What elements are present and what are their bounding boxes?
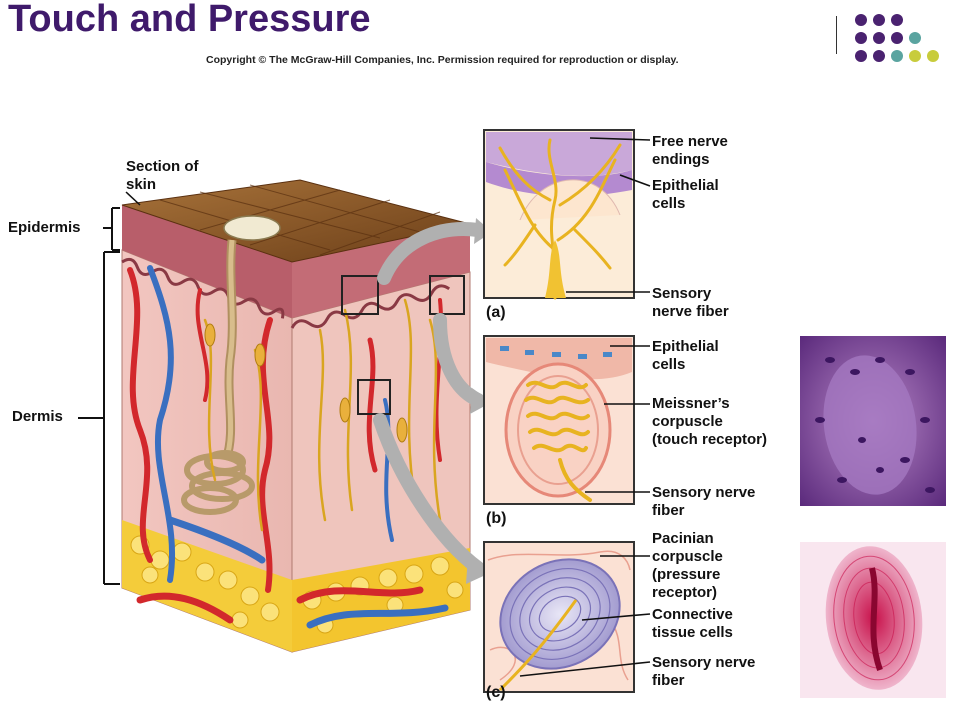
- dot: [891, 14, 903, 26]
- label-epithelial-cells-b: Epithelial cells: [652, 338, 719, 374]
- panel-a: [483, 129, 635, 300]
- label-line: endings: [652, 151, 710, 168]
- micrograph-meissner: [800, 336, 946, 506]
- label-line: corpuscle: [652, 413, 723, 430]
- dot: [873, 50, 885, 62]
- label-line: Epithelial: [652, 338, 719, 355]
- dot: [873, 32, 885, 44]
- decorative-divider: [836, 16, 837, 54]
- panel-c: [483, 541, 635, 693]
- label-line: tissue cells: [652, 624, 733, 641]
- label-connective-tissue-cells: Connective tissue cells: [652, 606, 733, 642]
- layer-brackets: [78, 207, 120, 585]
- callout-box-a: [341, 275, 379, 315]
- label-sensory-nerve-fiber-c: Sensory nerve fiber: [652, 654, 755, 690]
- label-pacinian-corpuscle: Pacinian corpuscle (pressure receptor): [652, 530, 723, 602]
- skin-block: [121, 179, 471, 653]
- label-sensory-nerve-fiber-b: Sensory nerve fiber: [652, 484, 755, 520]
- decorative-dots: [855, 14, 955, 62]
- label-line: Free nerve: [652, 133, 728, 150]
- label-line: fiber: [652, 672, 685, 689]
- label-line: (touch receptor): [652, 431, 768, 448]
- dot: [873, 14, 885, 26]
- dot: [909, 32, 921, 44]
- label-line: Sensory nerve: [652, 654, 756, 671]
- label-line: receptor): [652, 584, 718, 601]
- panel-letter-a: (a): [486, 304, 506, 321]
- dot: [909, 50, 921, 62]
- label-line: fiber: [652, 502, 685, 519]
- callout-box-a2: [429, 275, 465, 315]
- label-line: cells: [652, 195, 686, 212]
- label-line: nerve fiber: [652, 303, 729, 320]
- label-line: skin: [126, 176, 157, 193]
- label-free-nerve-endings: Free nerve endings: [652, 133, 728, 169]
- panel-letter-c: (c): [486, 684, 506, 701]
- copyright-notice: Copyright © The McGraw-Hill Companies, I…: [206, 54, 679, 66]
- dot: [855, 32, 867, 44]
- label-line: Section of: [126, 158, 199, 175]
- micrograph-pacinian: [800, 542, 946, 698]
- panel-b: [483, 335, 635, 505]
- label-line: Epithelial: [652, 177, 719, 194]
- label-line: Connective: [652, 606, 733, 623]
- dot: [891, 50, 903, 62]
- slide-title: Touch and Pressure: [8, 0, 371, 40]
- label-line: Meissner’s: [652, 395, 730, 412]
- label-meissners-corpuscle: Meissner’s corpuscle (touch receptor): [652, 395, 767, 449]
- label-line: Pacinian: [652, 530, 714, 547]
- dot: [855, 50, 867, 62]
- dot: [855, 14, 867, 26]
- dot: [927, 50, 939, 62]
- label-epithelial-cells-a: Epithelial cells: [652, 177, 719, 213]
- label-line: cells: [652, 356, 686, 373]
- label-line: (pressure: [652, 566, 721, 583]
- label-section-of-skin: Section of skin: [126, 158, 199, 194]
- callout-arrows: [373, 222, 485, 575]
- callout-box-c: [357, 379, 391, 415]
- dot: [891, 32, 903, 44]
- leader-lines: [519, 137, 651, 677]
- label-dermis: Dermis: [12, 408, 63, 425]
- panel-letter-b: (b): [486, 510, 507, 527]
- label-line: Sensory nerve: [652, 484, 756, 501]
- label-line: Sensory: [652, 285, 712, 302]
- label-sensory-nerve-fiber-a: Sensory nerve fiber: [652, 285, 729, 321]
- label-line: corpuscle: [652, 548, 723, 565]
- label-epidermis: Epidermis: [8, 219, 81, 236]
